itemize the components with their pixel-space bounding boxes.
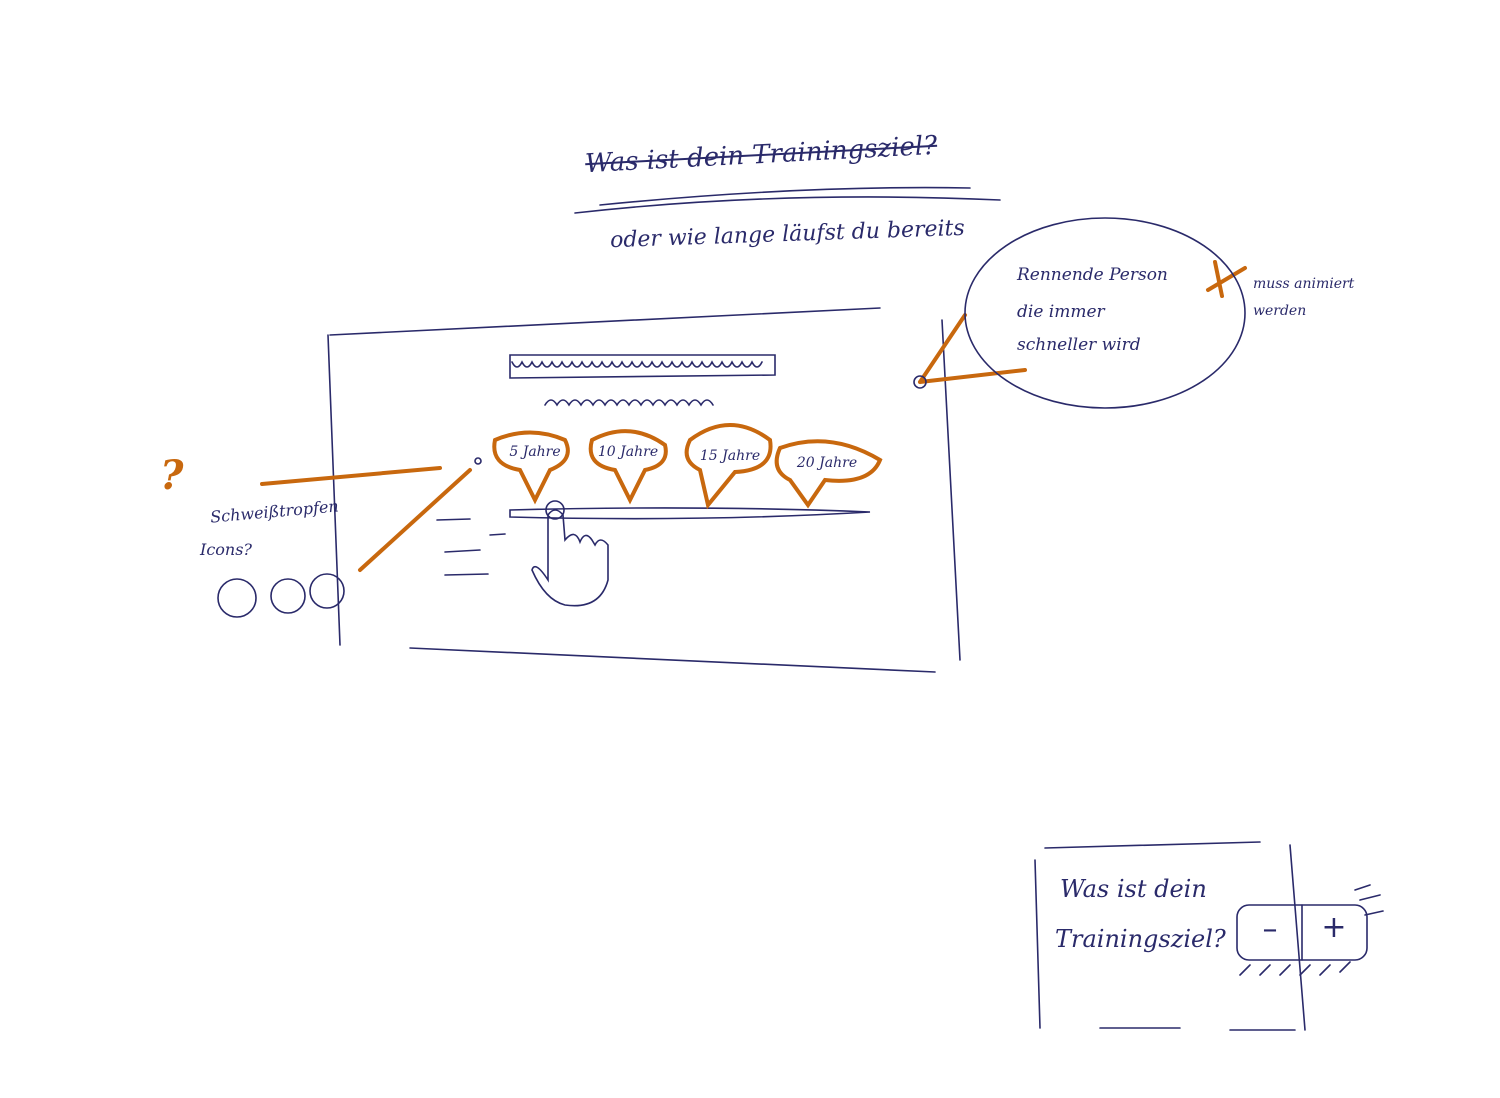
screen-frame [327, 307, 961, 673]
sweat-icon-3 [309, 573, 345, 609]
slider-stop-3[interactable]: 15 Jahre [699, 448, 761, 464]
subheading-scribble [544, 399, 714, 407]
stepper-question-2: Trainingsziel? [1055, 925, 1226, 953]
bubble-4 [774, 439, 883, 509]
sweat-connector [260, 466, 472, 572]
animated-note-2: werden [1253, 303, 1307, 319]
bubble-3 [684, 423, 773, 510]
hand-pointer-icon [531, 509, 609, 607]
slider-stop-1[interactable]: 5 Jahre [509, 444, 561, 460]
slider-knob [545, 500, 565, 520]
animated-note-1: muss animiert [1253, 276, 1355, 292]
note-circle [964, 217, 1246, 409]
stepper-plus-button[interactable]: + [1321, 910, 1347, 945]
title-underline [574, 196, 1001, 214]
bubble-2 [588, 429, 668, 505]
slider-stop-4[interactable]: 20 Jahre [796, 455, 858, 471]
sweat-icon-1 [217, 578, 257, 618]
note-line-2: die immer [1017, 302, 1105, 322]
cross-mark [1206, 260, 1247, 298]
stepper-minus-button[interactable]: – [1262, 912, 1278, 947]
sweat-note-2: Icons? [200, 540, 253, 559]
note-line-1: Rennende Person [1017, 265, 1168, 285]
callout-line [918, 313, 1027, 384]
bubble-1 [492, 430, 570, 505]
stepper-frame [1034, 841, 1306, 1031]
question-mark: ? [160, 452, 184, 499]
slider-stop-2[interactable]: 10 Jahre [597, 444, 659, 460]
heading-scribble [509, 354, 776, 379]
stepper-question-1: Was ist dein [1060, 875, 1207, 903]
note-line-3: schneller wird [1017, 335, 1141, 355]
sweat-icon-2 [270, 578, 306, 614]
slider-track [509, 507, 871, 520]
